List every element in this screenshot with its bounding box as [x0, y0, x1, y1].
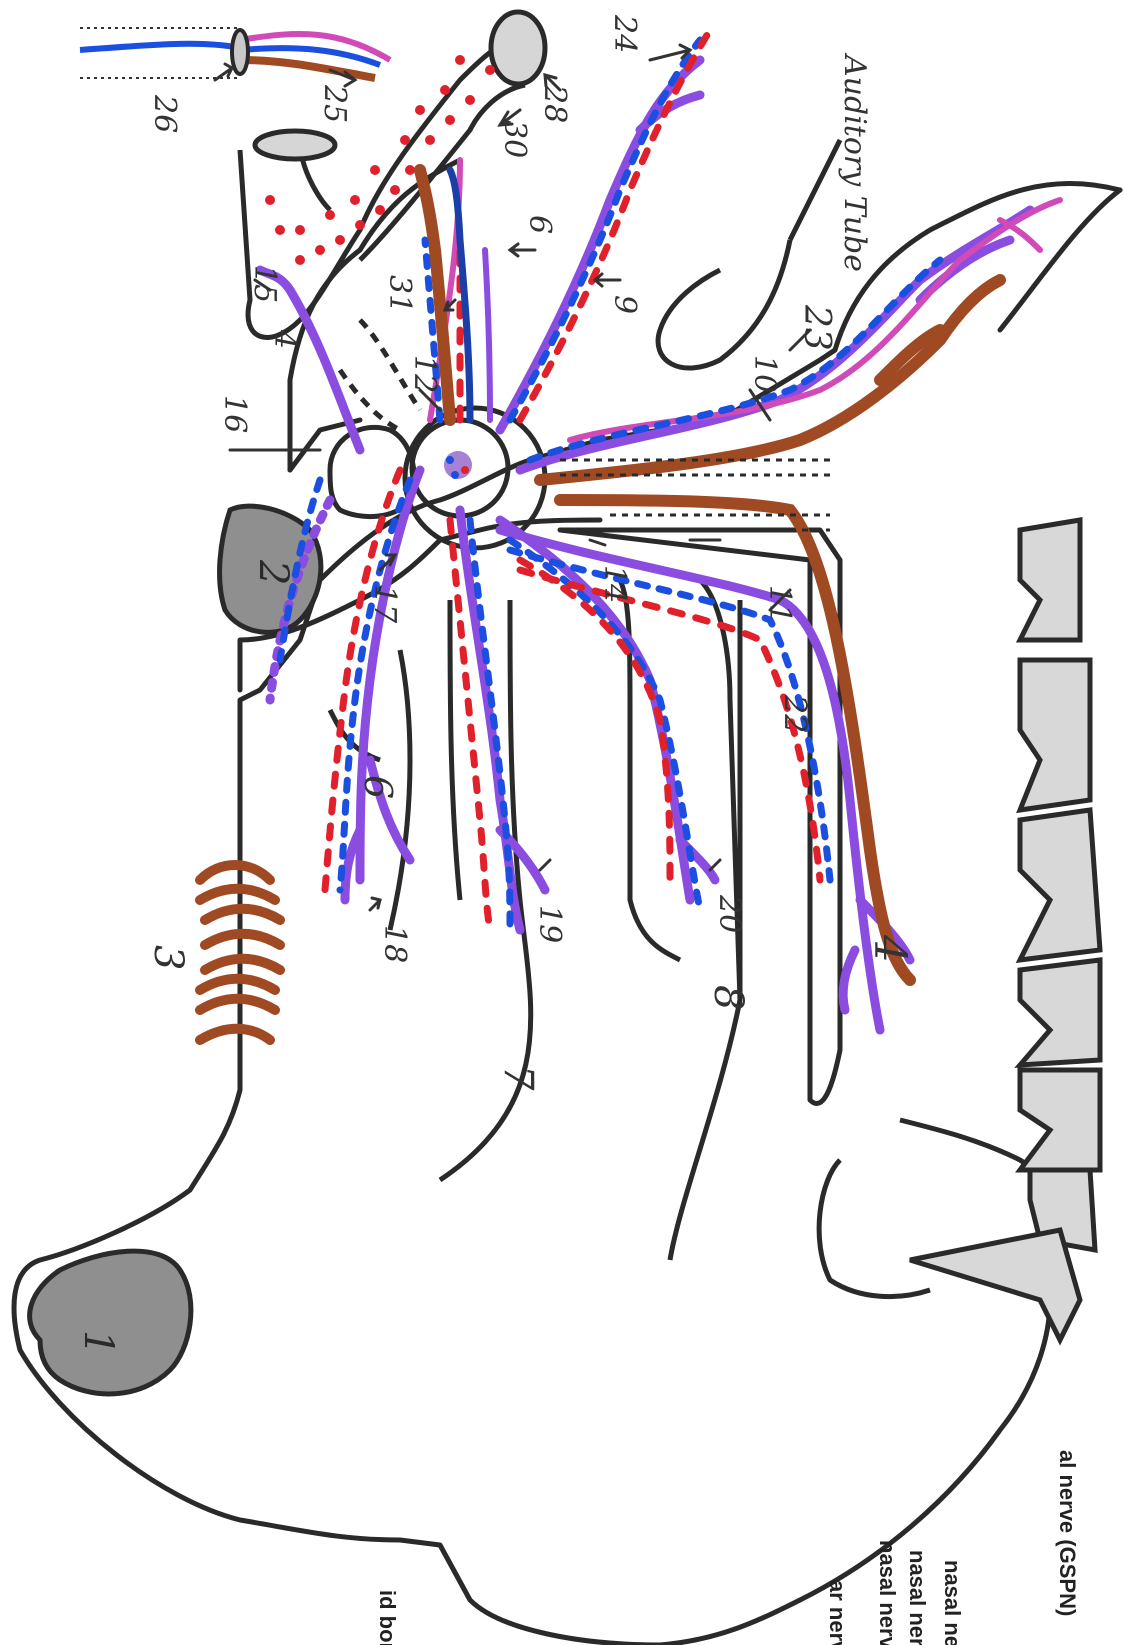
label-21: 20 — [712, 894, 747, 933]
label-11: 9 — [607, 295, 642, 314]
tooth-icon — [1020, 960, 1100, 1065]
label-25: 25 — [317, 84, 352, 123]
region-label-7: 7 — [495, 1065, 541, 1091]
label-14: 12 — [407, 355, 442, 393]
region-labels: 3 7 8 — [145, 945, 751, 1091]
label-13: 11 — [762, 585, 797, 623]
tooth-icon — [1020, 660, 1090, 810]
label-16: 15 — [247, 265, 282, 303]
vessel-opening-top — [491, 12, 545, 84]
label-19: 18 — [377, 925, 412, 963]
label-30: 30 — [497, 120, 532, 158]
legend-fragment-2: ar nerve — [825, 1580, 850, 1645]
legend-fragment-3: nasal nerve — [875, 1540, 900, 1645]
region-label-1: 1 — [75, 1330, 121, 1355]
region-label-8: 8 — [705, 985, 751, 1010]
vessel-opening-left — [255, 131, 335, 159]
nerve-26-stub — [80, 28, 390, 78]
tooth-icon — [1020, 810, 1100, 960]
tooth-icon — [910, 1230, 1080, 1340]
label-23: 23 — [796, 304, 837, 351]
tooth-icon — [1020, 520, 1080, 640]
ganglion-outer — [405, 408, 545, 548]
skull-outline — [14, 160, 1120, 1645]
label-10: 6 — [522, 215, 557, 234]
label-9: 4 — [267, 329, 302, 349]
auditory-tube-annotation: Auditory Tube — [837, 52, 872, 272]
legend-fragment-1: id bone — [375, 1590, 400, 1645]
legend-fragments: id bone ar nerve nasal nerve nasal nerve… — [375, 1450, 1080, 1645]
teeth-row — [910, 520, 1100, 1340]
label-28: 28 — [537, 84, 572, 123]
label-18: 17 — [367, 585, 402, 624]
label-6b: 6 — [356, 775, 400, 799]
label-22: 22 — [777, 694, 812, 733]
bone-foramen-1: 1 — [30, 1251, 191, 1394]
label-17: 16 — [217, 395, 252, 433]
legend-fragment-6: al nerve (GSPN) — [1055, 1450, 1080, 1616]
label-4-text: 4 — [864, 934, 915, 963]
label-26: 26 — [147, 94, 182, 133]
region-label-3: 3 — [145, 945, 191, 970]
label-15: 14 — [597, 565, 632, 603]
ganglion-icon — [444, 451, 472, 479]
legend-fragment-5: nasal nerve — [940, 1560, 965, 1645]
dark-nerves — [450, 170, 490, 420]
region-label-2: 2 — [250, 559, 296, 585]
label-31: 31 — [382, 275, 417, 313]
label-24: 24 — [607, 14, 642, 53]
label-20: 19 — [532, 905, 567, 943]
tooth-icon — [1020, 1070, 1100, 1170]
label-12: 10 — [747, 355, 782, 393]
legend-fragment-4: nasal nerve — [905, 1550, 930, 1645]
